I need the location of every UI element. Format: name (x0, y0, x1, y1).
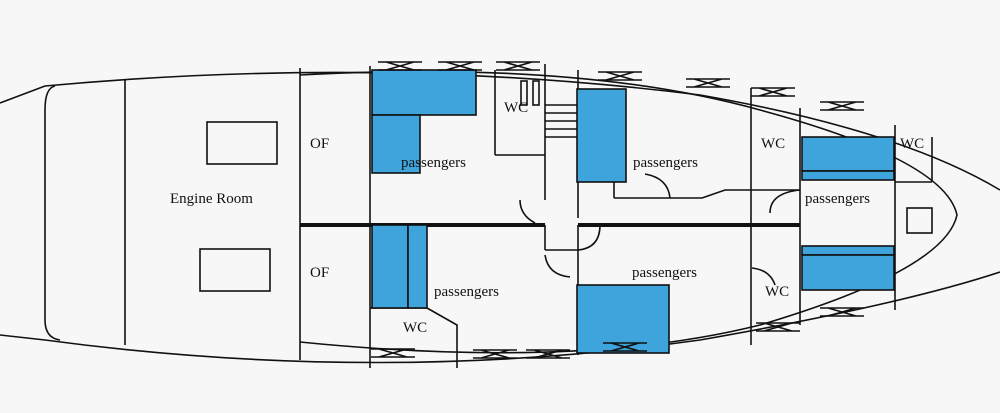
window-icon (378, 61, 422, 71)
window-icon (756, 322, 800, 332)
bow-hatch (906, 207, 933, 234)
stairs (520, 80, 578, 138)
label-passengers-aft-lower: passengers (434, 284, 499, 300)
label-wc-stairs: WC (504, 100, 528, 116)
label-wc-aft-lower: WC (403, 320, 427, 336)
label-passengers-aft-upper: passengers (401, 155, 466, 171)
label-passengers-mid-upper: passengers (633, 155, 698, 171)
stern (44, 85, 61, 341)
label-wc-fwd-lower: WC (765, 284, 789, 300)
label-wc-bow-upper: WC (900, 136, 924, 152)
window-icon (820, 307, 864, 317)
label-passengers-mid-lower: passengers (632, 265, 697, 281)
outer-hull (0, 71, 1000, 191)
window-icon (820, 101, 864, 111)
window-icon (526, 349, 570, 359)
window-icon (371, 348, 415, 358)
label-of-lower: OF (310, 265, 329, 281)
engine-hatch-upper (206, 121, 278, 165)
window-icon (686, 78, 730, 88)
window-icon (598, 71, 642, 81)
door-arcs (519, 173, 801, 286)
label-wc-fwd-upper: WC (761, 136, 785, 152)
seating (371, 69, 895, 354)
engine-hatch-lower (199, 248, 271, 292)
windows (371, 61, 864, 359)
window-icon (473, 349, 517, 359)
label-of-upper: OF (310, 136, 329, 152)
window-icon (751, 87, 795, 97)
bulkheads (124, 64, 933, 368)
window-icon (496, 61, 540, 71)
label-engine-room: Engine Room (170, 191, 253, 207)
window-icon (438, 61, 482, 71)
window-icon (603, 342, 647, 352)
label-passengers-bow: passengers (805, 191, 870, 207)
